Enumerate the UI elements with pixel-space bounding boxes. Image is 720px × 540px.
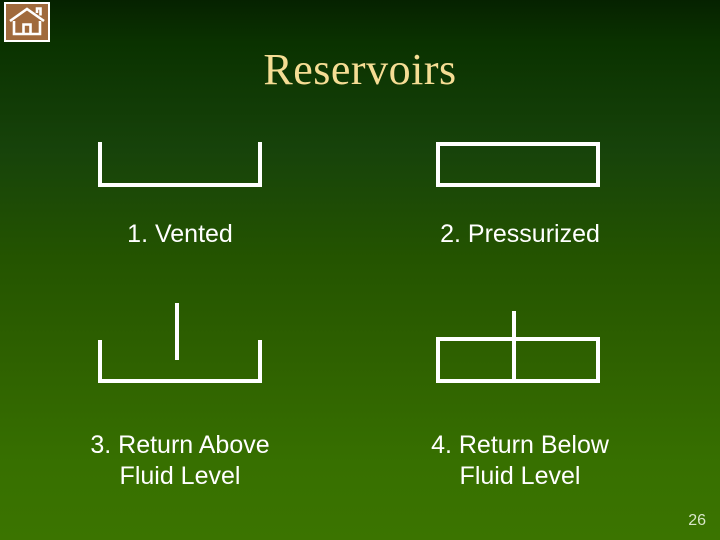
reservoir-sealed-box: [436, 337, 600, 383]
caption-vented: 1. Vented: [127, 220, 233, 248]
reservoir-right-wall: [258, 142, 262, 187]
caption-line-2: Fluid Level: [119, 462, 241, 490]
caption-line-1: 4. Return Below: [431, 431, 609, 459]
reservoir-floor: [98, 183, 262, 187]
return-pipe: [512, 311, 516, 383]
diagram-vented-reservoir: [98, 142, 262, 190]
caption-pressurized: 2. Pressurized: [440, 220, 600, 248]
home-button[interactable]: [4, 2, 50, 42]
diagram-pressurized-reservoir: [436, 142, 600, 190]
caption-line-1: 3. Return Above: [90, 431, 270, 459]
caption-return-above: 3. Return Above Fluid Level: [30, 430, 330, 492]
reservoir-sealed-box: [436, 142, 600, 187]
page-title: Reservoirs: [263, 45, 457, 94]
diagram-return-above-fluid-level: [98, 303, 262, 383]
reservoir-left-wall: [98, 340, 102, 383]
reservoir-floor: [98, 379, 262, 383]
home-icon: [6, 4, 48, 40]
diagram-return-below-fluid-level: [436, 303, 600, 383]
return-pipe: [175, 303, 179, 360]
page-number: 26: [688, 512, 706, 529]
caption-line-2: Fluid Level: [459, 462, 581, 490]
reservoir-right-wall: [258, 340, 262, 383]
caption-return-below: 4. Return Below Fluid Level: [370, 430, 670, 492]
reservoir-left-wall: [98, 142, 102, 187]
